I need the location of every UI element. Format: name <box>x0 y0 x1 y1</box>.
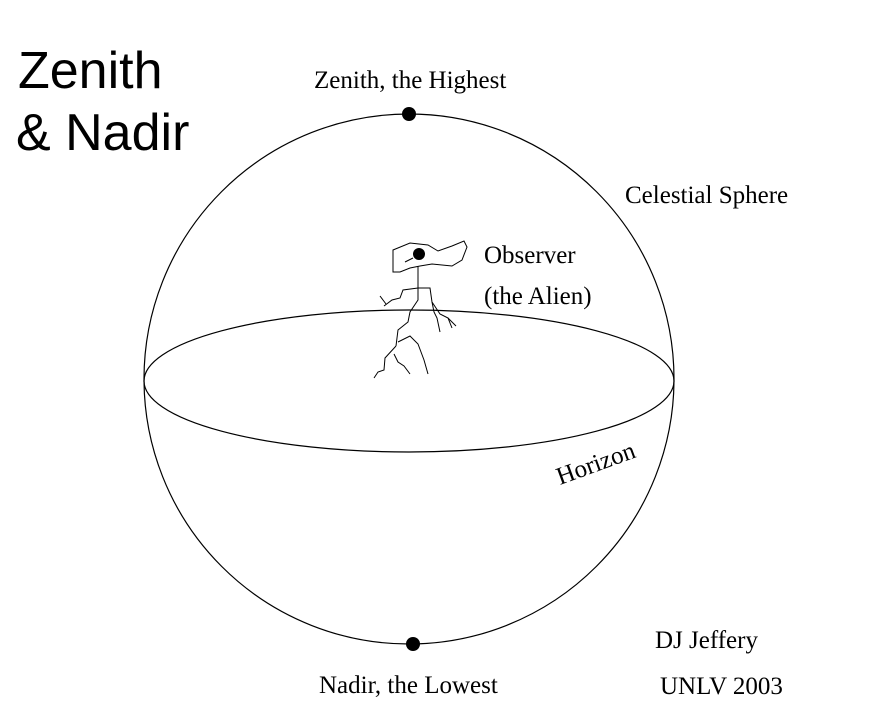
author-credit: DJ Jeffery <box>655 627 758 654</box>
alien-right-arm <box>431 301 453 329</box>
alien-torso <box>417 266 441 333</box>
alien-right-leg <box>397 335 429 375</box>
institution-credit: UNLV 2003 <box>660 673 783 700</box>
zenith-point <box>402 107 416 121</box>
alien-eye <box>413 248 425 260</box>
title-line-2: & Nadir <box>16 104 189 162</box>
observer-label-line-2: (the Alien) <box>484 283 592 310</box>
horizon-label: Horizon <box>553 437 640 491</box>
alien-middle-leg <box>393 353 411 375</box>
alien-left-leg <box>373 345 397 379</box>
alien-right-hand <box>447 317 457 327</box>
zenith-label: Zenith, the Highest <box>314 67 506 94</box>
alien-mouth-line <box>404 257 414 263</box>
observer-label-line-1: Observer <box>484 242 576 269</box>
alien-left-arm <box>383 287 419 307</box>
celestial-sphere-circle <box>143 113 675 645</box>
nadir-point <box>406 637 420 651</box>
title-line-1: Zenith <box>18 42 163 100</box>
celestial-sphere-label: Celestial Sphere <box>625 182 788 209</box>
alien-observer-figure <box>373 240 468 379</box>
nadir-label: Nadir, the Lowest <box>319 672 498 699</box>
alien-head-outline <box>392 240 468 273</box>
alien-left-hand <box>379 295 387 305</box>
horizon-ellipse <box>143 309 675 453</box>
alien-body <box>395 288 419 347</box>
